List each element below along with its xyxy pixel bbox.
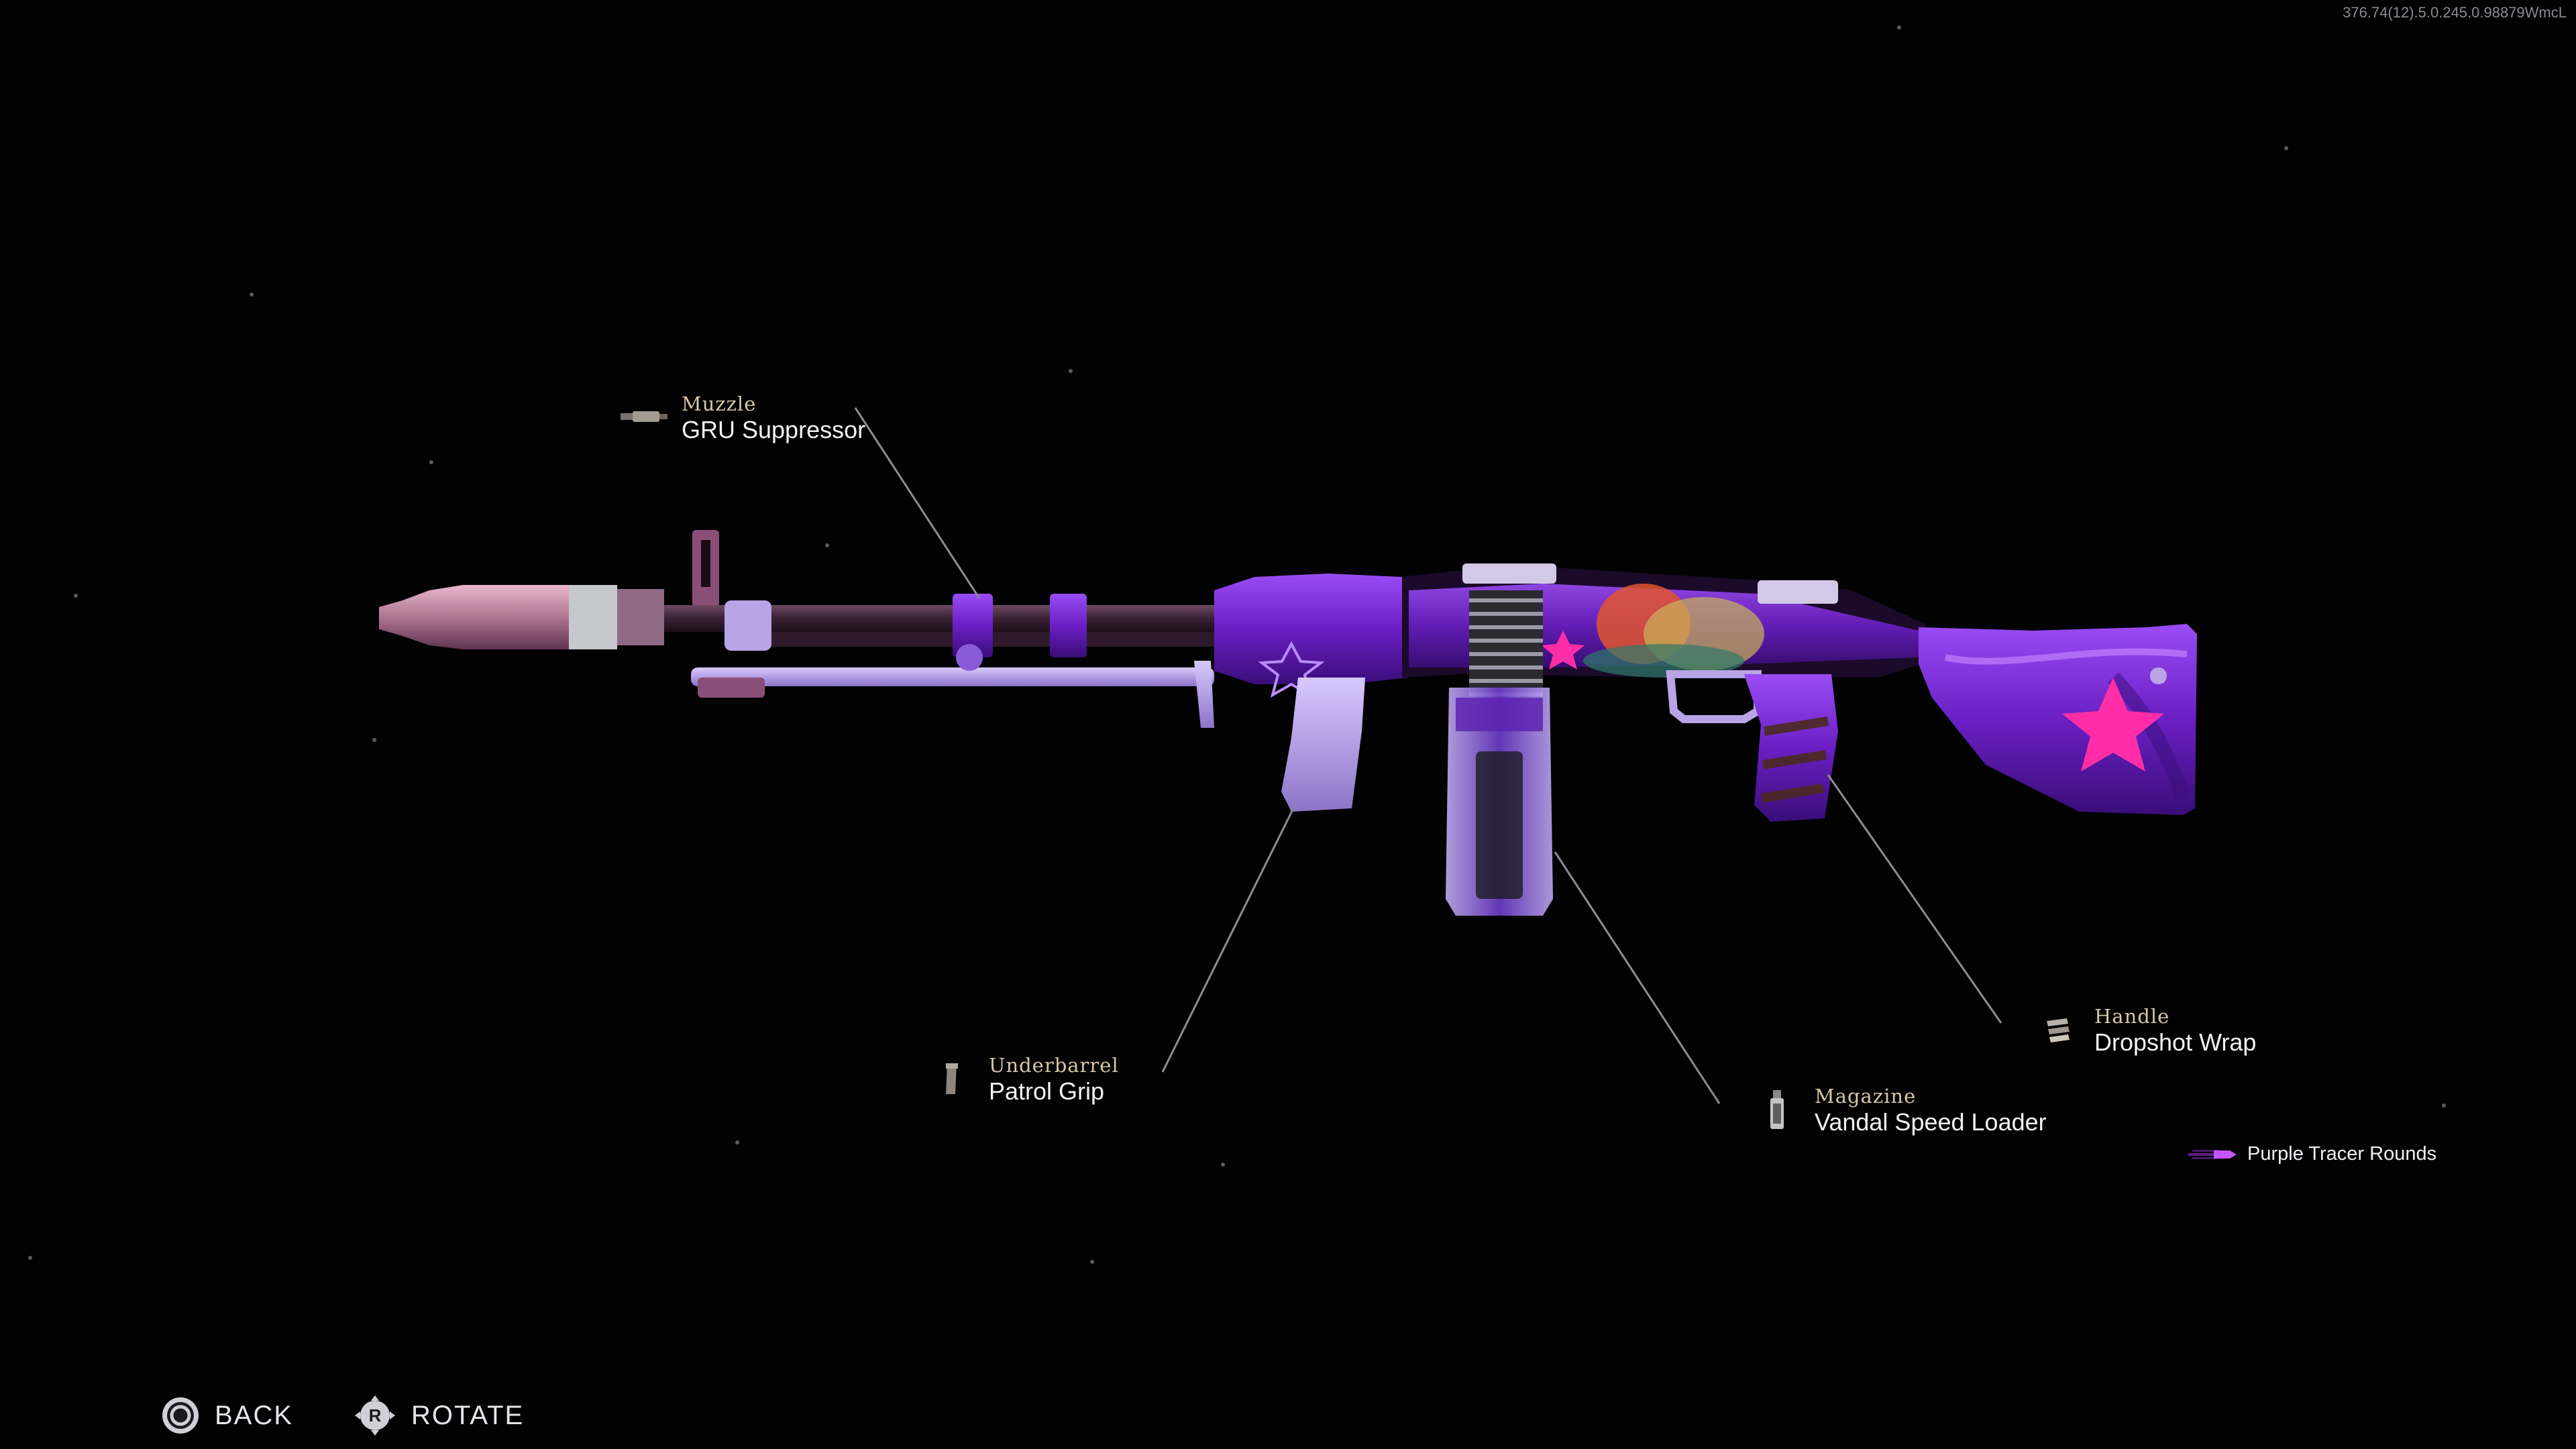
magazine-category: Magazine: [1815, 1085, 1917, 1108]
grip-icon: [946, 1063, 958, 1094]
handle-category: Handle: [2094, 1005, 2170, 1028]
feed-spring: [1469, 590, 1543, 704]
handle-name: Dropshot Wrap: [2094, 1028, 2257, 1056]
star: [250, 292, 254, 297]
underbarrel-leader: [1161, 808, 1295, 1073]
stock-star-emblem: [2062, 678, 2164, 771]
back-button[interactable]: BACK: [161, 1396, 293, 1435]
callout-lines: [854, 407, 2002, 1104]
star: [74, 594, 78, 598]
star: [429, 460, 433, 464]
tracer-perk[interactable]: Purple Tracer Rounds: [2188, 1143, 2436, 1165]
magazine-leader: [1554, 851, 1721, 1104]
circle-button-icon: [162, 1397, 199, 1434]
back-label: BACK: [215, 1400, 293, 1430]
receiver-front: [1214, 574, 1409, 684]
muzzle-leader: [854, 407, 981, 599]
suppressor-icon: [621, 411, 667, 422]
star: [735, 1140, 739, 1144]
rear-grip: [1744, 674, 1838, 822]
footer-prompts: BACK R ROTATE: [161, 1394, 524, 1437]
handle-leader: [1827, 774, 2002, 1024]
magazine-icon: [1770, 1090, 1784, 1129]
star: [1069, 369, 1073, 373]
star: [825, 543, 829, 547]
handle-callout[interactable]: Handle Dropshot Wrap: [2094, 1004, 2256, 1057]
star: [1221, 1163, 1225, 1167]
muzzle-name: GRU Suppressor: [682, 416, 866, 443]
rotate-label: ROTATE: [411, 1400, 525, 1430]
suppressor: [379, 585, 590, 649]
right-stick-glyph: R: [369, 1405, 382, 1426]
star: [28, 1256, 32, 1260]
stock: [1919, 624, 2197, 815]
underbarrel-name: Patrol Grip: [989, 1077, 1105, 1105]
star: [1090, 1260, 1094, 1264]
magazine-callout[interactable]: Magazine Vandal Speed Loader: [1815, 1084, 2047, 1136]
wrap-icon: [2047, 1018, 2070, 1042]
star: [2442, 1104, 2446, 1108]
front-grip: [1281, 678, 1365, 812]
weapon-model[interactable]: [379, 530, 2197, 916]
underbarrel-callout[interactable]: Underbarrel Patrol Grip: [989, 1053, 1119, 1106]
star: [1897, 25, 1901, 30]
build-id: 376.74(12).5.0.245.0.98879WmcL: [2343, 4, 2567, 21]
star: [372, 738, 376, 742]
tracer-label: Purple Tracer Rounds: [2247, 1143, 2437, 1165]
rotate-button[interactable]: R ROTATE: [354, 1394, 524, 1437]
muzzle-category: Muzzle: [682, 392, 757, 415]
star: [2284, 146, 2288, 150]
tracer-icon: [2188, 1149, 2237, 1159]
magazine-name: Vandal Speed Loader: [1815, 1108, 2047, 1136]
muzzle-callout[interactable]: Muzzle GRU Suppressor: [682, 392, 865, 444]
underbarrel-category: Underbarrel: [989, 1054, 1119, 1077]
right-stick-icon: R: [354, 1395, 395, 1436]
